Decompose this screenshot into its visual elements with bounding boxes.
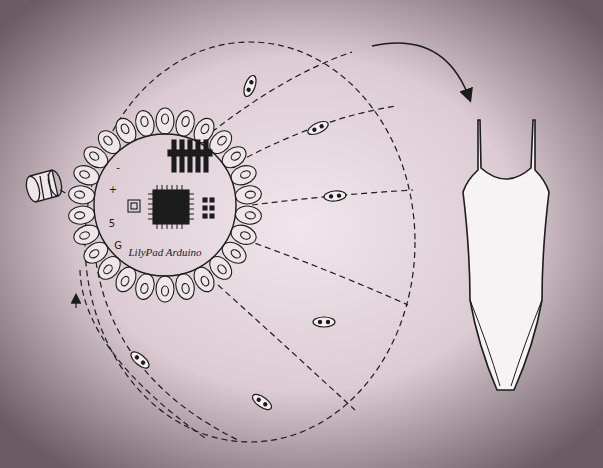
board-name: LilyPad Arduino	[128, 246, 201, 258]
pin-label: 5	[109, 219, 115, 229]
direction-arrow	[75, 295, 76, 308]
arduino-board: LilyPad Arduino	[93, 133, 237, 277]
pin-label: +	[109, 185, 117, 195]
led-sequins	[128, 74, 346, 412]
pin-label: G	[114, 241, 122, 251]
direction-arrow	[372, 43, 470, 100]
leotard-figure	[463, 120, 549, 390]
switch-symbol	[24, 169, 64, 203]
board-components	[128, 140, 214, 229]
sew-tab-petals	[68, 108, 263, 302]
pin-label: -	[116, 163, 120, 173]
conductive-thread	[60, 42, 415, 442]
